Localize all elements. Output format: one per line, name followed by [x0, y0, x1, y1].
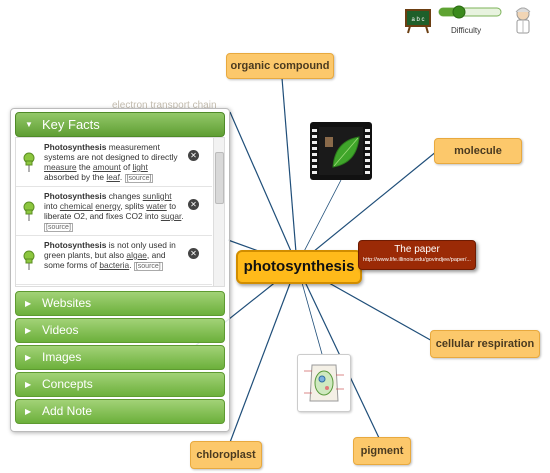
chloroplast-image-thumbnail[interactable] — [297, 354, 351, 412]
fact-item: Photosynthesis measurement systems are n… — [16, 138, 212, 187]
term-link[interactable]: bacteria — [99, 260, 130, 270]
center-node[interactable]: photosynthesis — [236, 250, 362, 284]
resource-panel: ▼ Key Facts Photosynthesis measurement s… — [10, 108, 230, 432]
section-images[interactable]: ▶ Images — [15, 345, 225, 370]
node-chloroplast[interactable]: chloroplast — [190, 441, 262, 469]
close-icon[interactable]: ✕ — [188, 150, 199, 161]
term-link[interactable]: sugar — [160, 211, 182, 221]
connector-chloroplast — [228, 264, 298, 446]
triangle-right-icon: ▶ — [25, 299, 32, 308]
section-videos[interactable]: ▶ Videos — [15, 318, 225, 343]
node-label: cellular respiration — [435, 338, 535, 350]
node-pigment[interactable]: pigment — [353, 437, 411, 465]
film-holes — [312, 126, 317, 176]
paper-title: The paper — [394, 244, 440, 255]
chalkboard-icon[interactable]: a b c — [404, 8, 432, 34]
connector-pigment — [296, 264, 381, 441]
node-label: pigment — [360, 445, 404, 457]
difficulty-label: Difficulty — [451, 26, 482, 35]
chalkboard-text: a b c — [411, 17, 424, 23]
fact-text: Photosynthesis measurement systems are n… — [44, 142, 184, 184]
fact-text: Photosynthesis changes sunlight into che… — [44, 191, 184, 233]
triangle-right-icon: ▶ — [25, 380, 32, 389]
pushpin-icon — [23, 152, 35, 172]
fact-subject: Photosynthesis — [44, 191, 107, 201]
node-label: organic compound — [230, 60, 330, 72]
triangle-right-icon: ▶ — [25, 326, 32, 335]
key-facts-header[interactable]: ▼ Key Facts — [15, 112, 225, 137]
fact-text: Photosynthesis is not only used in green… — [44, 240, 184, 272]
difficulty-slider[interactable] — [437, 5, 503, 19]
fact-fragment: . — [181, 211, 184, 221]
term-link[interactable]: chemical — [59, 201, 93, 211]
paper-url[interactable]: http://www.life.illinois.edu/govindjee/p… — [363, 257, 471, 263]
section-websites[interactable]: ▶ Websites — [15, 291, 225, 316]
fact-fragment: . — [119, 172, 123, 182]
fact-fragment: into — [44, 201, 60, 211]
node-label: molecule — [454, 145, 502, 157]
scrollbar-thumb[interactable] — [215, 152, 224, 204]
fact-subject: Photosynthesis — [44, 142, 107, 152]
section-label: Add Note — [42, 404, 93, 418]
node-cellular-respiration[interactable]: cellular respiration — [430, 330, 540, 358]
section-label: Concepts — [42, 377, 93, 391]
fact-fragment: to liberate O2, and fixes CO2 into — [44, 201, 177, 221]
triangle-right-icon: ▶ — [25, 407, 32, 416]
key-facts-label: Key Facts — [42, 117, 100, 132]
node-label: chloroplast — [196, 449, 256, 461]
fact-fragment: changes — [108, 191, 143, 201]
fact-item: Photosynthesis changes sunlight into che… — [16, 187, 212, 236]
term-link[interactable]: algae — [126, 250, 147, 260]
connector-organic-compound — [281, 77, 298, 266]
source-link[interactable]: [source] — [44, 223, 73, 232]
facts-scrollbar[interactable] — [213, 138, 224, 286]
fact-item: Photosynthesis is not only used in green… — [16, 236, 212, 285]
leaf-image — [319, 127, 363, 175]
fact-fragment: of — [120, 162, 133, 172]
pushpin-icon — [23, 250, 35, 270]
term-link[interactable]: leaf — [106, 172, 120, 182]
term-link[interactable]: amount — [92, 162, 121, 172]
triangle-down-icon: ▼ — [25, 120, 33, 129]
close-icon[interactable]: ✕ — [188, 248, 199, 259]
source-link[interactable]: [source] — [133, 262, 163, 271]
paper-node[interactable]: The paper http://www.life.illinois.edu/g… — [358, 240, 476, 270]
fact-fragment: the — [76, 162, 93, 172]
section-label: Images — [42, 350, 82, 364]
fact-subject: Photosynthesis — [44, 240, 107, 250]
term-link[interactable]: energy — [95, 201, 121, 211]
connector-molecule — [296, 150, 438, 266]
triangle-right-icon: ▶ — [25, 353, 32, 362]
connector-electron-transport — [229, 111, 298, 266]
video-thumbnail[interactable] — [310, 122, 372, 180]
node-molecule[interactable]: molecule — [434, 138, 522, 164]
section-add-note[interactable]: ▶ Add Note — [15, 399, 225, 424]
node-electron-transport-chain[interactable]: electron transport chain — [112, 100, 217, 111]
term-link[interactable]: measure — [44, 162, 77, 172]
fact-fragment: , splits — [120, 201, 147, 211]
fact-fragment: . — [129, 260, 132, 270]
scientist-icon[interactable] — [512, 6, 534, 36]
film-holes — [365, 126, 370, 176]
node-organic-compound[interactable]: organic compound — [226, 53, 334, 79]
fact-fragment: is not only used in green plants, but al… — [44, 240, 176, 260]
fact-fragment: absorbed by the — [44, 172, 107, 182]
fact-fragment: measurement systems are not designed to … — [44, 142, 178, 162]
term-link[interactable]: water — [146, 201, 167, 211]
section-label: Websites — [42, 296, 92, 310]
source-link[interactable]: [source] — [124, 174, 154, 183]
close-icon[interactable]: ✕ — [188, 199, 199, 210]
term-link[interactable]: sunlight — [142, 191, 172, 201]
fact-fragment: , and some forms of — [44, 250, 166, 270]
pushpin-icon — [23, 201, 35, 221]
term-link[interactable]: light — [132, 162, 148, 172]
section-concepts[interactable]: ▶ Concepts — [15, 372, 225, 397]
facts-list: Photosynthesis measurement systems are n… — [15, 137, 225, 287]
section-label: Videos — [42, 323, 79, 337]
